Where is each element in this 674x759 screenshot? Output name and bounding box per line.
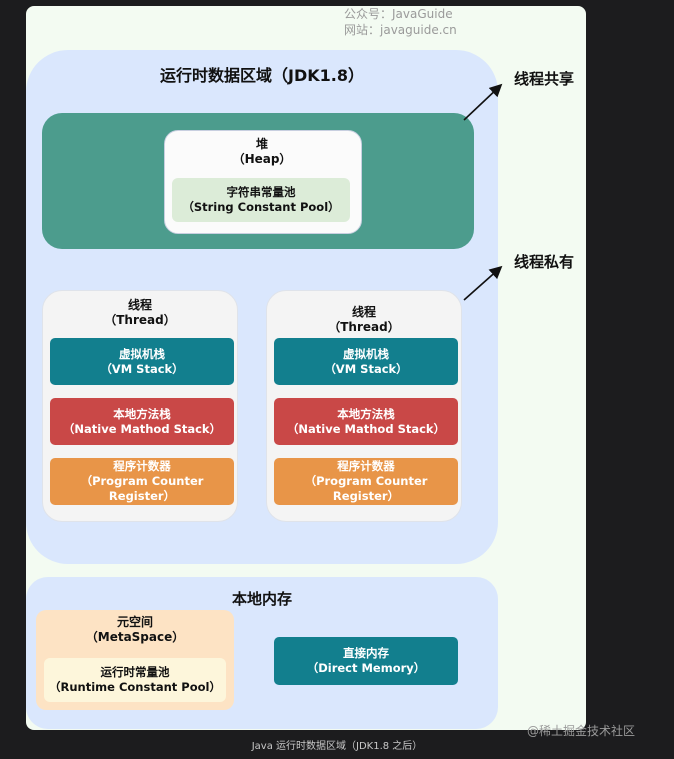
direct-memory-name-en: （Direct Memory） — [306, 661, 426, 675]
heap-name: 堆 — [255, 137, 268, 151]
metaspace-label: 元空间 （MetaSpace） — [36, 615, 234, 645]
vm-stack-name-en: （VM Stack） — [324, 361, 408, 376]
string-constant-pool: 字符串常量池 （String Constant Pool） — [172, 178, 350, 222]
metaspace-name-en: （MetaSpace） — [85, 630, 185, 644]
metaspace-name: 元空间 — [116, 615, 153, 629]
thread-1-label: 线程 （Thread） — [42, 298, 238, 328]
thread-2-program-counter: 程序计数器 （Program Counter Register） — [274, 458, 458, 505]
thread-2-name: 线程 — [351, 305, 376, 319]
thread-private-label: 线程私有 — [514, 253, 575, 271]
watermark-website: 网站：javaguide.cn — [344, 23, 457, 37]
vm-stack-name: 虚拟机栈 — [119, 346, 165, 361]
pc-name: 程序计数器 — [113, 459, 171, 473]
native-stack-name-en: （Native Mathod Stack） — [62, 421, 222, 436]
native-memory-title: 本地内存 — [231, 590, 292, 608]
runtime-constant-pool: 运行时常量池 （Runtime Constant Pool） — [44, 658, 226, 702]
vm-stack-name-en: （VM Stack） — [100, 361, 184, 376]
pc-name-en: （Program Counter Register） — [80, 474, 204, 503]
string-pool-name-en: （String Constant Pool） — [182, 200, 340, 214]
heap-name-en: （Heap） — [232, 152, 292, 166]
direct-memory: 直接内存 （Direct Memory） — [274, 637, 458, 685]
watermark-wechat: 公众号：JavaGuide — [344, 7, 453, 21]
heap-label: 堆 （Heap） — [164, 137, 360, 167]
runtime-pool-name-en: （Runtime Constant Pool） — [49, 680, 221, 694]
native-stack-name: 本地方法栈 — [113, 406, 171, 421]
private-arrow — [463, 265, 503, 301]
runtime-area-title: 运行时数据区域（JDK1.8） — [160, 66, 364, 85]
thread-1-vm-stack: 虚拟机栈 （VM Stack） — [50, 338, 234, 385]
thread-1-program-counter: 程序计数器 （Program Counter Register） — [50, 458, 234, 505]
thread-1-name: 线程 — [127, 298, 152, 312]
thread-1-native-method-stack: 本地方法栈 （Native Mathod Stack） — [50, 398, 234, 445]
string-pool-name: 字符串常量池 — [226, 185, 296, 199]
runtime-pool-name: 运行时常量池 — [100, 665, 170, 679]
shared-arrow — [463, 83, 503, 121]
thread-2-native-method-stack: 本地方法栈 （Native Mathod Stack） — [274, 398, 458, 445]
native-stack-name-en: （Native Mathod Stack） — [286, 421, 446, 436]
thread-2-vm-stack: 虚拟机栈 （VM Stack） — [274, 338, 458, 385]
pc-name-en: （Program Counter Register） — [304, 474, 428, 503]
figure-caption: Java 运行时数据区域（JDK1.8 之后） — [251, 741, 423, 752]
vm-stack-name: 虚拟机栈 — [343, 346, 389, 361]
thread-shared-label: 线程共享 — [514, 70, 575, 88]
juejin-watermark: @稀土掘金技术社区 — [527, 724, 636, 738]
pc-name: 程序计数器 — [337, 459, 395, 473]
native-stack-name: 本地方法栈 — [337, 406, 395, 421]
thread-1-name-en: （Thread） — [104, 313, 176, 327]
thread-2-label: 线程 （Thread） — [266, 305, 462, 335]
direct-memory-name: 直接内存 — [343, 646, 389, 660]
thread-2-name-en: （Thread） — [328, 320, 400, 334]
